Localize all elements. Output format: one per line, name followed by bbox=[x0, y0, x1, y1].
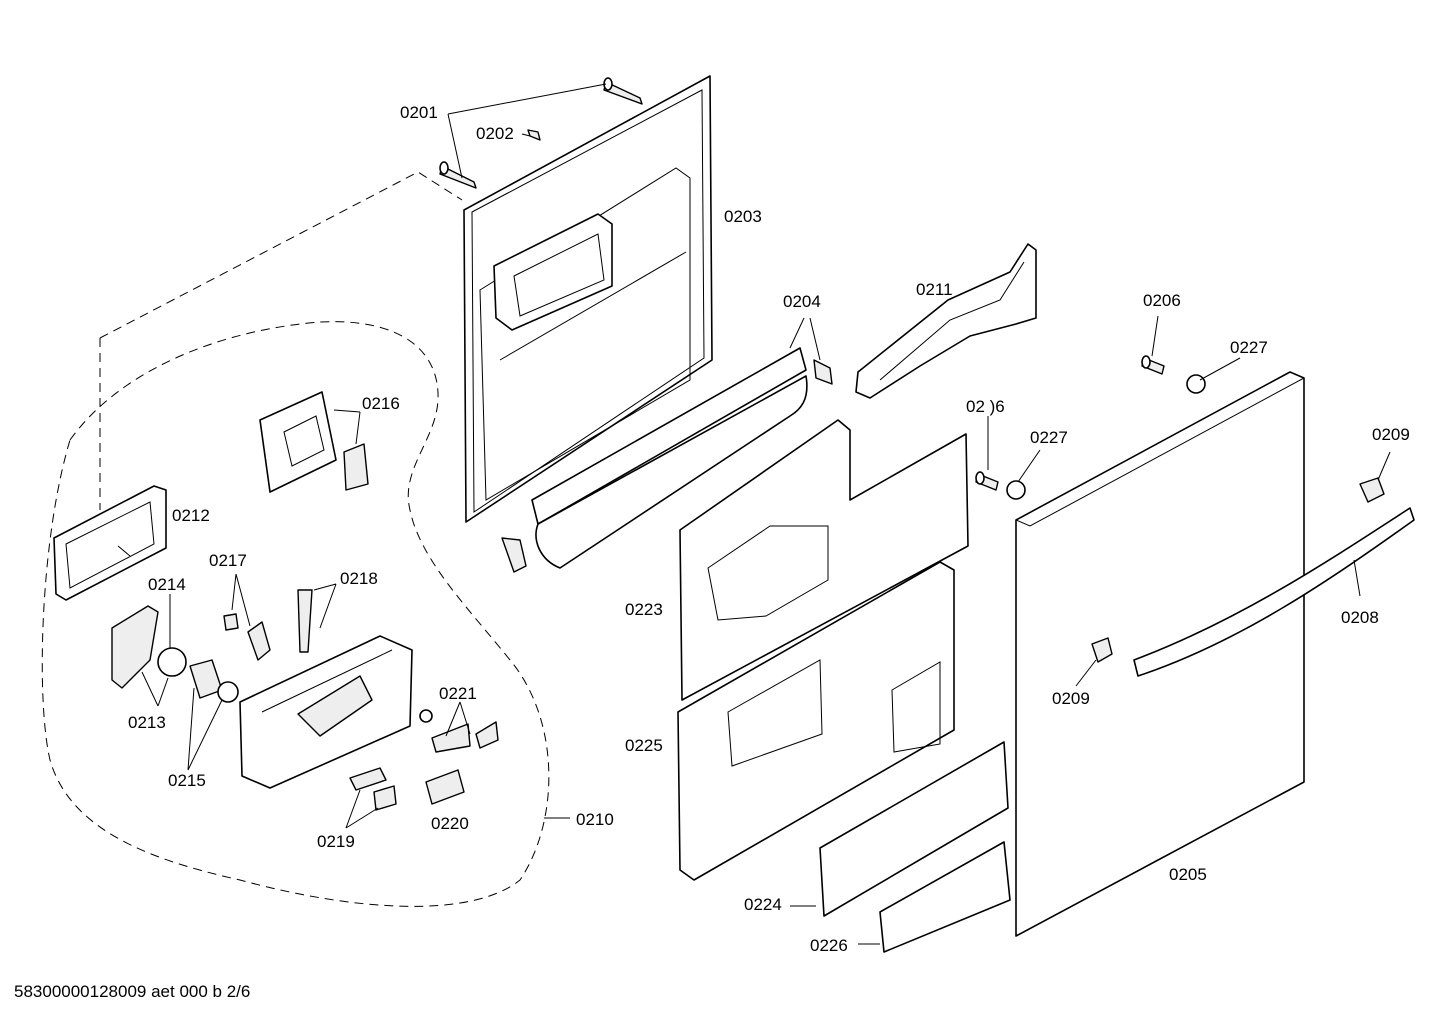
callout-0212: 0212 bbox=[172, 506, 210, 525]
door-trim-0204 bbox=[501, 347, 833, 573]
handle-cap-0209-upper bbox=[1359, 477, 1385, 503]
screw-0206-upper bbox=[1141, 355, 1165, 375]
insulation-strip-0224 bbox=[819, 741, 1009, 917]
callout-0209-lower: 0209 bbox=[1052, 689, 1090, 708]
washer-0227-upper bbox=[1186, 374, 1206, 394]
callout-0202: 0202 bbox=[476, 124, 514, 143]
inner-door-panel-0203 bbox=[463, 75, 713, 523]
callout-0223: 0223 bbox=[625, 600, 663, 619]
lever-0219 bbox=[349, 767, 387, 791]
callout-0219: 0219 bbox=[317, 832, 355, 851]
callout-0227-upper: 0227 bbox=[1230, 338, 1268, 357]
cover-0216 bbox=[259, 391, 337, 493]
callout-0216: 0216 bbox=[362, 394, 400, 413]
callout-0201: 0201 bbox=[400, 103, 438, 122]
detergent-housing-0213 bbox=[111, 605, 159, 689]
callout-0203: 0203 bbox=[724, 207, 762, 226]
callout-0214: 0214 bbox=[148, 575, 186, 594]
screw-0201-top bbox=[603, 77, 643, 105]
handle-cap-0209-lower bbox=[1091, 637, 1113, 663]
handle-0208 bbox=[1133, 507, 1415, 677]
gasket-0214 bbox=[157, 647, 187, 677]
hinge-bracket-0211 bbox=[855, 243, 1037, 399]
switch-0220 bbox=[425, 769, 465, 805]
callout-0213: 0213 bbox=[128, 713, 166, 732]
callout-0211: 0211 bbox=[916, 280, 953, 299]
pin-0218 bbox=[297, 589, 313, 653]
base-strip-0226 bbox=[879, 841, 1011, 953]
ring-0215 bbox=[217, 681, 239, 703]
lever-0217 bbox=[247, 621, 271, 661]
insulation-0223 bbox=[679, 419, 969, 701]
spring-0217 bbox=[223, 613, 239, 631]
spring-0219 bbox=[373, 785, 397, 811]
seal-0216 bbox=[343, 443, 369, 491]
callout-0218: 0218 bbox=[340, 569, 378, 588]
ball-0221 bbox=[419, 709, 433, 723]
callout-0224: 0224 bbox=[744, 895, 782, 914]
control-module-group-boundary bbox=[41, 321, 550, 907]
leader-lines bbox=[117, 83, 1391, 945]
callout-0226: 0226 bbox=[810, 936, 848, 955]
callout-0225: 0225 bbox=[625, 736, 663, 755]
callout-0217: 0217 bbox=[209, 551, 247, 570]
insulation-0225 bbox=[677, 561, 955, 881]
assembly-dashed-line bbox=[99, 171, 463, 510]
callout-0209-upper: 0209 bbox=[1372, 425, 1410, 444]
callout-0205: 0205 bbox=[1169, 865, 1207, 884]
spring-0221 bbox=[475, 721, 499, 749]
callout-0206-upper: 0206 bbox=[1143, 291, 1181, 310]
frame-0212 bbox=[53, 485, 167, 601]
lever-0221 bbox=[431, 723, 471, 753]
callout-0206-lower: 02 )6 bbox=[966, 397, 1005, 416]
callout-0220: 0220 bbox=[431, 814, 469, 833]
screw-0202 bbox=[527, 129, 541, 141]
callout-0221: 0221 bbox=[439, 684, 477, 703]
washer-0227-lower bbox=[1006, 480, 1026, 500]
drawing-reference-footer: 58300000128009 aet 000 b 2/6 bbox=[14, 982, 251, 1001]
callout-0204: 0204 bbox=[783, 292, 821, 311]
control-module-housing-0210 bbox=[239, 635, 413, 789]
cap-0215 bbox=[189, 659, 223, 699]
callout-0215: 0215 bbox=[168, 771, 206, 790]
screw-0201-left bbox=[439, 161, 477, 189]
screw-0206-lower bbox=[975, 471, 999, 491]
callout-0227-lower: 0227 bbox=[1030, 428, 1068, 447]
callout-0210: 0210 bbox=[576, 810, 614, 829]
callout-0208: 0208 bbox=[1341, 608, 1379, 627]
